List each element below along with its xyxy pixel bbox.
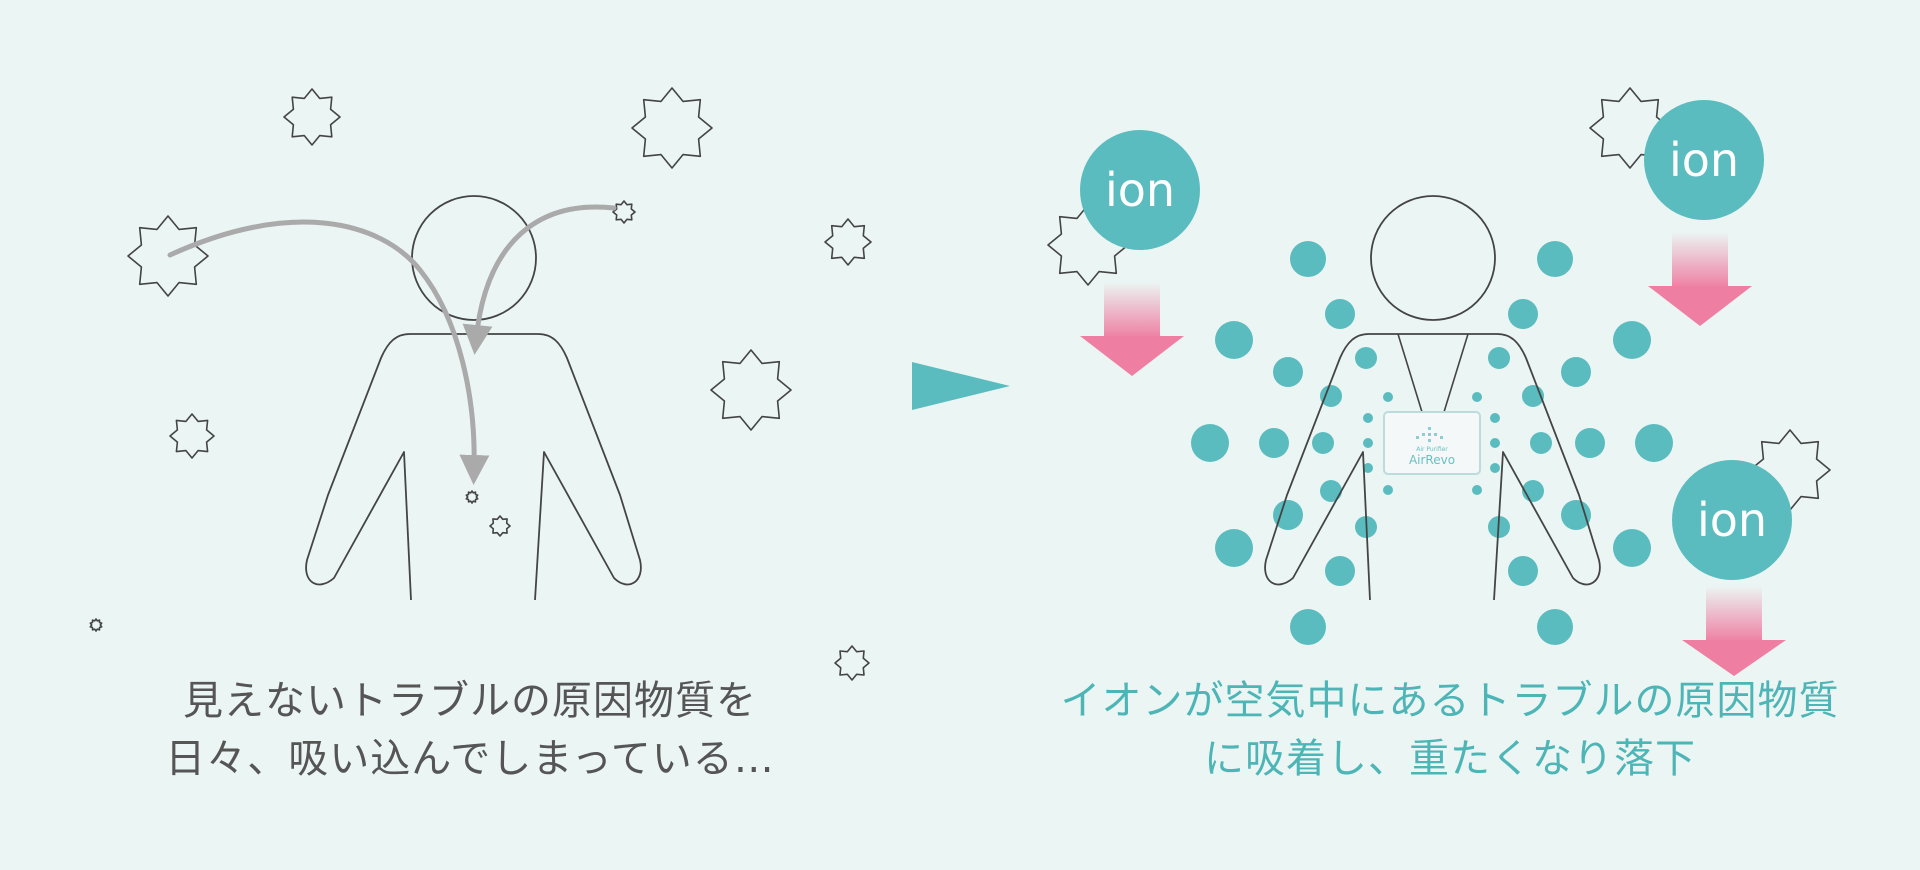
ion-bubble-icon (1672, 460, 1792, 580)
ion-dot (1472, 485, 1482, 495)
ion-dot (1561, 500, 1591, 530)
ion-dot (1215, 529, 1253, 567)
ion-dot (1490, 438, 1500, 448)
ion-dot (1312, 432, 1334, 454)
ion-dot (1215, 321, 1253, 359)
particle-star-icon (612, 200, 636, 224)
left-caption-line-1: 見えないトラブルの原因物質を (183, 678, 757, 724)
right-caption: イオンが空気中にあるトラブルの原因物質 に吸着し、重たくなり落下 (1020, 672, 1880, 788)
ion-dot (1383, 392, 1393, 402)
ion-label: ion (1697, 493, 1767, 547)
ion-dot (1325, 299, 1355, 329)
ion-dot (1363, 413, 1373, 423)
ion-dots (1191, 241, 1673, 645)
ion-bubble-icon (1644, 100, 1764, 220)
right-panel: Air Purifier AirRevo ion ion ion (1047, 87, 1831, 676)
ion-dot (1320, 480, 1342, 502)
device-subtext: Air Purifier (1416, 446, 1448, 453)
ion-bubble-3: ion (1672, 460, 1792, 676)
particle-star-icon (127, 215, 209, 297)
down-arrow-icon (1104, 282, 1160, 338)
ion-dot (1383, 485, 1393, 495)
ion-dot (1273, 500, 1303, 530)
particle-star-icon (89, 618, 103, 632)
ion-dot (1472, 392, 1482, 402)
ion-dot (1273, 357, 1303, 387)
ion-dot (1508, 299, 1538, 329)
ion-dot (1320, 385, 1342, 407)
ion-dot (1490, 463, 1500, 473)
left-caption-line-2: 日々、吸い込んでしまっている… (165, 736, 775, 782)
play-triangle-icon (912, 362, 1010, 410)
ion-dot (1363, 438, 1373, 448)
left-caption: 見えないトラブルの原因物質を 日々、吸い込んでしまっている… (140, 672, 800, 788)
ion-dot (1191, 424, 1229, 462)
particle-star-icon (169, 413, 215, 459)
particle-star-icon (1589, 87, 1671, 169)
ion-dot (1537, 241, 1573, 277)
ion-label: ion (1105, 163, 1175, 217)
right-caption-line-1: イオンが空気中にあるトラブルの原因物質 (1060, 678, 1840, 724)
ion-dot (1613, 529, 1651, 567)
person-outline-icon (305, 195, 642, 601)
ion-dot (1575, 428, 1605, 458)
down-arrow-head (1080, 336, 1184, 376)
particle-star-icon (283, 88, 341, 146)
ion-dot (1259, 428, 1289, 458)
ion-dot (1290, 609, 1326, 645)
left-panel (89, 87, 872, 681)
inhale-arrows (167, 204, 617, 485)
ion-bubble-2: ion (1644, 100, 1764, 326)
ion-dot (1363, 463, 1373, 473)
ion-dot (1530, 432, 1552, 454)
ion-dot (1508, 556, 1538, 586)
particle-star-icon (465, 490, 479, 504)
ion-dot (1613, 321, 1651, 359)
particle-star-icon (834, 645, 870, 681)
particle-star-icon (824, 218, 872, 266)
ion-dot (1561, 357, 1591, 387)
down-arrow-head (1648, 286, 1752, 326)
ion-dot (1355, 347, 1377, 369)
particle-star-icon (631, 87, 713, 169)
right-caption-line-2: に吸着し、重たくなり落下 (1204, 736, 1696, 782)
person-outline-icon-right (1264, 195, 1601, 601)
device-badge-icon: Air Purifier AirRevo (1383, 411, 1481, 475)
particle-group (89, 87, 872, 681)
ion-dot (1325, 556, 1355, 586)
ion-bubble-1: ion (1080, 130, 1200, 376)
particle-star-icon (710, 349, 792, 431)
ion-bubble-icon (1080, 130, 1200, 250)
device-brand: AirRevo (1409, 453, 1455, 467)
down-arrow-icon (1706, 586, 1762, 642)
ion-dot (1635, 424, 1673, 462)
ion-dot (1290, 241, 1326, 277)
ion-dot (1537, 609, 1573, 645)
down-arrow-head (1682, 640, 1786, 676)
ion-dot (1490, 413, 1500, 423)
down-arrow-icon (1672, 232, 1728, 288)
particle-star-icon (489, 515, 511, 537)
ion-dot (1488, 347, 1510, 369)
ion-label: ion (1669, 133, 1739, 187)
